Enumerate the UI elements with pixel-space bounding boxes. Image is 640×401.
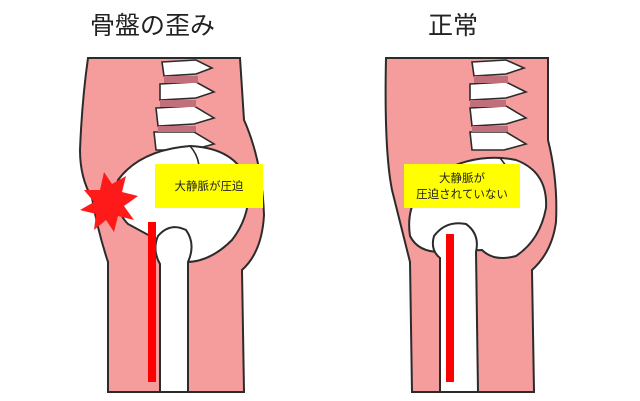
label-vein-not-compressed: 大静脈が 圧迫されていない	[404, 164, 520, 208]
right-femur-bone	[431, 222, 480, 393]
left-vein-line	[148, 222, 156, 382]
right-vein-line	[446, 234, 454, 382]
label-vein-compressed: 大静脈が圧迫	[155, 164, 263, 208]
left-discs	[158, 76, 198, 132]
distorted-pelvis-figure	[78, 57, 266, 393]
label-vein-compressed-text: 大静脈が圧迫	[174, 179, 244, 193]
left-femur-bone	[154, 226, 193, 393]
right-spine	[469, 59, 529, 151]
compression-burst-icon	[80, 172, 138, 232]
title-normal: 正常	[428, 11, 479, 40]
label-vein-not-compressed-line1: 大静脈が	[439, 171, 485, 185]
label-vein-not-compressed-line2: 圧迫されていない	[416, 187, 508, 201]
right-discs	[470, 76, 508, 132]
title-distorted-pelvis: 骨盤の歪み	[90, 11, 216, 40]
normal-pelvis-figure	[384, 57, 558, 393]
